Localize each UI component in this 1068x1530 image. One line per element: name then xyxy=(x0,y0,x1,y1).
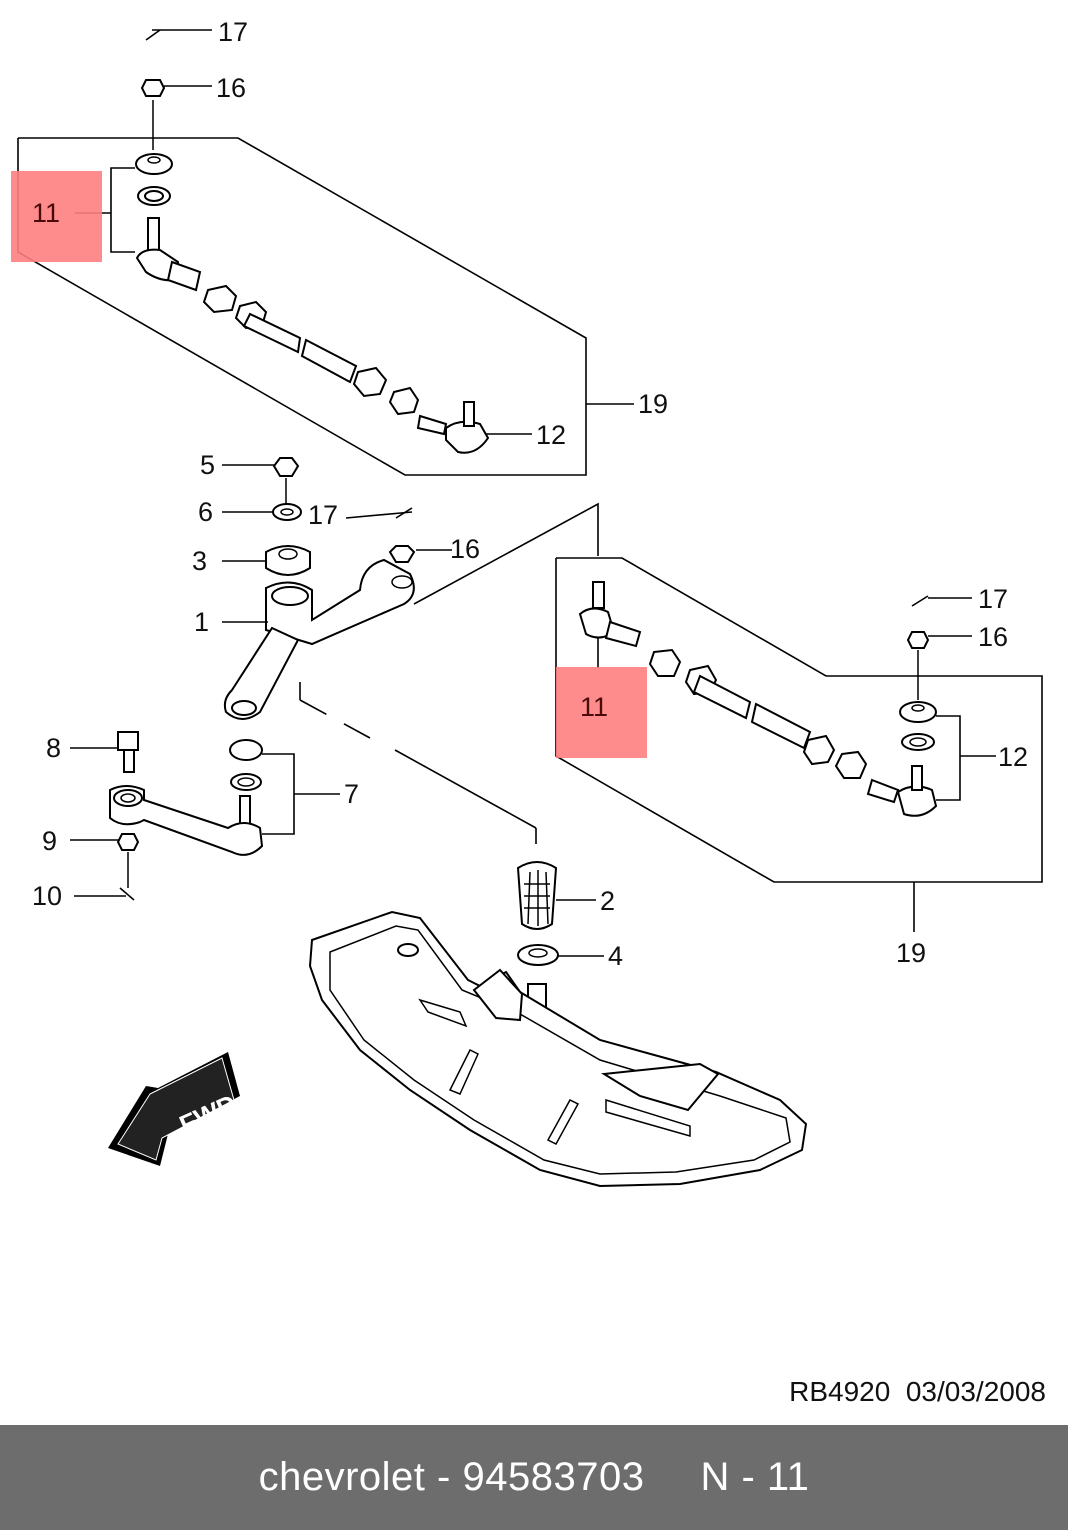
callout-9: 9 xyxy=(42,826,57,856)
tie-rod-assembly-right xyxy=(555,557,1043,932)
pitman-arm-assembly xyxy=(222,457,599,844)
callout-12-right: 12 xyxy=(998,742,1028,772)
callout-17-right: 17 xyxy=(978,584,1008,614)
callout-19-right: 19 xyxy=(896,938,926,968)
callout-8: 8 xyxy=(46,733,61,763)
callout-17-center: 17 xyxy=(308,500,338,530)
ref-code-text: RB4920 xyxy=(789,1376,891,1407)
ref-date-text: 03/03/2008 xyxy=(905,1376,1046,1407)
callout-5: 5 xyxy=(200,450,215,480)
callout-7: 7 xyxy=(344,779,359,809)
callout-12-top: 12 xyxy=(536,420,566,450)
callout-16-right: 16 xyxy=(978,622,1008,652)
callout-4: 4 xyxy=(608,941,623,971)
callout-6: 6 xyxy=(198,497,213,527)
highlight-box-11-right xyxy=(556,667,647,758)
callout-16-top: 16 xyxy=(216,73,246,103)
callout-1: 1 xyxy=(194,607,209,637)
crossmember-assembly xyxy=(308,861,808,1188)
reference-code: RB4920 03/03/2008 xyxy=(700,1376,1046,1408)
footer-dash: - xyxy=(437,1455,451,1499)
callout-10: 10 xyxy=(32,881,62,911)
footer-bar: chevrolet - 94583703 N - 11 xyxy=(0,1425,1068,1530)
footer-page: N - 11 xyxy=(700,1455,810,1499)
tie-rod-assembly-left xyxy=(17,29,634,476)
footer-brand: chevrolet xyxy=(258,1455,426,1499)
highlight-box-11-top xyxy=(11,171,102,262)
callout-11-right: 11 xyxy=(580,692,608,722)
callout-17-top: 17 xyxy=(218,17,248,47)
fwd-arrow-icon: FWD xyxy=(108,1052,241,1166)
callout-19-top: 19 xyxy=(638,389,668,419)
idler-arm-assembly xyxy=(70,731,340,901)
callout-3: 3 xyxy=(192,546,207,576)
parts-diagram: FWD 17 16 11 19 12 5 6 xyxy=(11,17,1043,1188)
footer-part-number: 94583703 xyxy=(462,1455,645,1499)
callout-2: 2 xyxy=(600,886,615,916)
callout-11-top: 11 xyxy=(32,198,60,228)
callout-16-center: 16 xyxy=(450,534,480,564)
